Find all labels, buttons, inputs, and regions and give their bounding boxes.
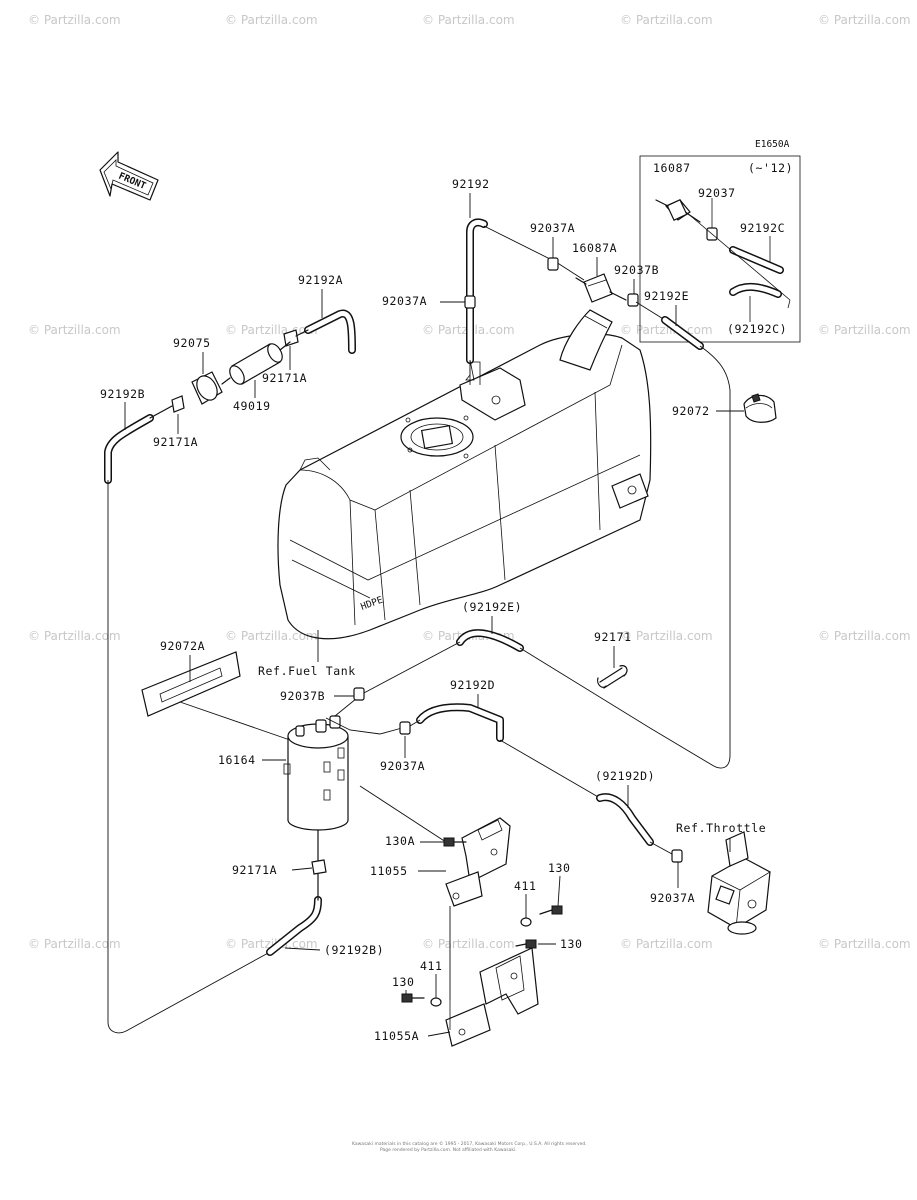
bracket-11055 bbox=[445, 817, 511, 907]
inset-valve-icon bbox=[655, 198, 701, 223]
canister-16164 bbox=[283, 715, 349, 875]
hose-92192d-lower bbox=[596, 793, 683, 863]
part-92192b-paren-label: (92192B) bbox=[324, 943, 384, 957]
part-92037b-top-label: 92037B bbox=[614, 263, 659, 277]
part-92192b-label: 92192B bbox=[100, 387, 145, 401]
fuel-tank: HDPE bbox=[277, 309, 652, 640]
part-92075-label: 92075 bbox=[173, 336, 211, 350]
part-92072-label: 92072 bbox=[672, 404, 710, 418]
inset-panel: 16087 (~'12) 92037 92192C (92192C) bbox=[639, 155, 801, 343]
watermark: © Partzilla.com bbox=[818, 323, 911, 337]
inset-part-92192c: 92192C bbox=[740, 221, 785, 235]
ref-fuel-tank-label: Ref.Fuel Tank bbox=[258, 664, 356, 678]
copyright-line: Kawasaki materials in this catalog are ©… bbox=[352, 1140, 587, 1147]
part-92171a-left-label: 92171A bbox=[153, 435, 198, 449]
throttle-body bbox=[707, 831, 771, 935]
bolt-130-top-icon bbox=[539, 905, 563, 915]
part-49019-label: 49019 bbox=[233, 399, 271, 413]
part-411-bot-label: 411 bbox=[420, 959, 443, 973]
part-92037a-left-label: 92037A bbox=[382, 294, 427, 308]
part-92171-label: 92171 bbox=[594, 630, 632, 644]
part-16164-label: 16164 bbox=[218, 753, 256, 767]
bolt-130-left-icon bbox=[401, 993, 425, 1003]
fuel-filter-group bbox=[104, 309, 356, 484]
watermark: © Partzilla.com bbox=[225, 629, 318, 643]
watermark: © Partzilla.com bbox=[28, 629, 121, 643]
inset-part-16087: 16087 bbox=[653, 161, 691, 175]
front-arrow-icon: FRONT bbox=[99, 151, 159, 201]
part-92192d-paren-label: (92192D) bbox=[595, 769, 655, 783]
watermark: © Partzilla.com bbox=[818, 629, 911, 643]
watermark-layer: © Partzilla.com © Partzilla.com © Partzi… bbox=[28, 13, 911, 951]
watermark: © Partzilla.com bbox=[225, 937, 318, 951]
part-92072a-label: 92072A bbox=[160, 639, 205, 653]
watermark: © Partzilla.com bbox=[225, 13, 318, 27]
hose-92192d bbox=[399, 703, 601, 799]
part-92192e-label: 92192E bbox=[644, 289, 689, 303]
inset-note: (~'12) bbox=[748, 161, 793, 175]
part-92171a-top-label: 92171A bbox=[262, 371, 307, 385]
part-130-left-label: 130 bbox=[392, 975, 415, 989]
watermark: © Partzilla.com bbox=[620, 13, 713, 27]
part-130a-label: 130A bbox=[385, 834, 415, 848]
watermark: © Partzilla.com bbox=[28, 13, 121, 27]
clamp-92072-icon bbox=[743, 393, 777, 423]
part-92037a-top-label: 92037A bbox=[530, 221, 575, 235]
render-note-line: Page rendered by Partzilla.com. Not affi… bbox=[380, 1147, 517, 1153]
watermark: © Partzilla.com bbox=[422, 13, 515, 27]
part-92037b-mid-label: 92037B bbox=[280, 689, 325, 703]
part-411-top-label: 411 bbox=[514, 879, 537, 893]
part-92037a-right-label: 92037A bbox=[650, 891, 695, 905]
inset-part-92037: 92037 bbox=[698, 186, 736, 200]
watermark: © Partzilla.com bbox=[28, 323, 121, 337]
ref-throttle-label: Ref.Throttle bbox=[676, 821, 766, 835]
hose-92192b-lower bbox=[266, 873, 322, 956]
washer-411-top-icon bbox=[520, 917, 532, 927]
clip-92171-icon bbox=[597, 665, 628, 689]
washer-411-bot-icon bbox=[430, 997, 442, 1007]
part-92192d-label: 92192D bbox=[450, 678, 495, 692]
part-92192a-label: 92192A bbox=[298, 273, 343, 287]
watermark: © Partzilla.com bbox=[620, 937, 713, 951]
watermark: © Partzilla.com bbox=[422, 937, 515, 951]
part-92037a-mid-label: 92037A bbox=[380, 759, 425, 773]
strap-92072a-icon bbox=[141, 651, 241, 717]
watermark: © Partzilla.com bbox=[28, 937, 121, 951]
top-vent-line bbox=[464, 218, 731, 769]
part-130-top-label: 130 bbox=[548, 861, 571, 875]
bolt-130-mid-icon bbox=[515, 939, 537, 949]
part-92192e-paren-label: (92192E) bbox=[462, 600, 522, 614]
hose-92192e-mid bbox=[361, 628, 651, 729]
watermark: © Partzilla.com bbox=[620, 629, 713, 643]
part-92192-label: 92192 bbox=[452, 177, 490, 191]
part-130-mid-label: 130 bbox=[560, 937, 583, 951]
part-92171a-bot-label: 92171A bbox=[232, 863, 277, 877]
part-11055-label: 11055 bbox=[370, 864, 408, 878]
part-16087a-label: 16087A bbox=[572, 241, 617, 255]
figure-code: E1650A bbox=[755, 139, 790, 150]
watermark: © Partzilla.com bbox=[818, 937, 911, 951]
part-11055a-label: 11055A bbox=[374, 1029, 419, 1043]
hdpe-mark: HDPE bbox=[359, 595, 385, 613]
inset-part-92192c-paren: (92192C) bbox=[727, 322, 787, 336]
watermark: © Partzilla.com bbox=[225, 323, 318, 337]
bracket-11055a bbox=[445, 947, 539, 1047]
watermark: © Partzilla.com bbox=[818, 13, 911, 27]
